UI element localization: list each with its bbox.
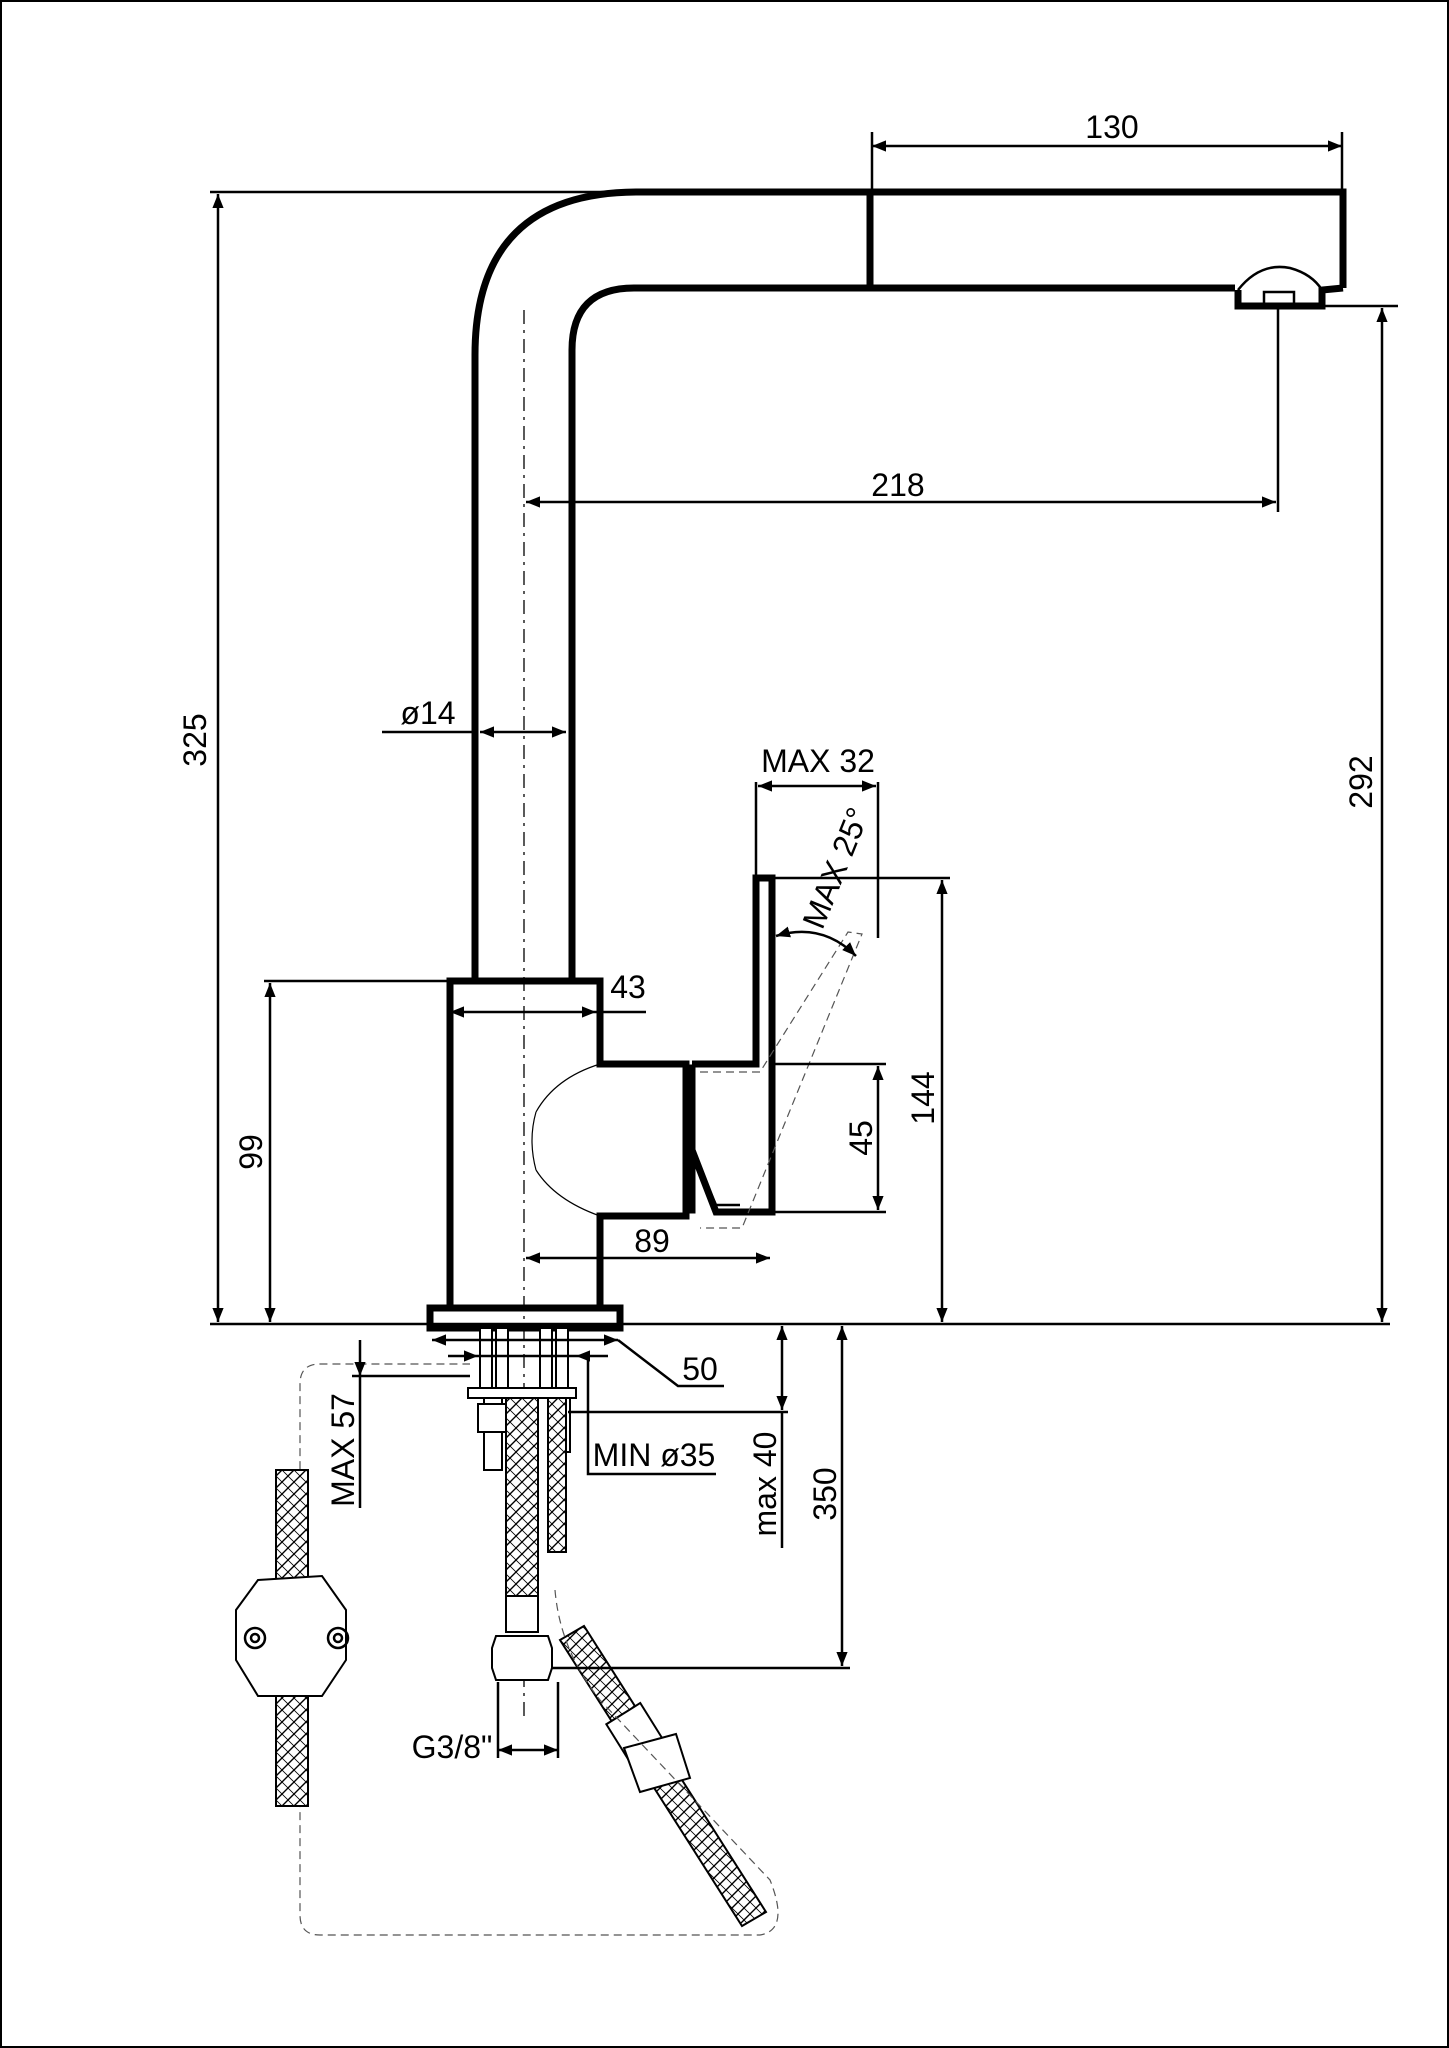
dim-handle-travel: MAX 32 xyxy=(754,743,880,938)
dim-handle-height: 144 xyxy=(772,876,950,1322)
dim-base-diameter: 50 xyxy=(432,1334,724,1388)
label-min35: MIN ø35 xyxy=(593,1437,716,1473)
label-89: 89 xyxy=(634,1223,670,1259)
dim-spout-reach: 218 xyxy=(526,306,1280,512)
label-350: 350 xyxy=(807,1467,843,1520)
label-292: 292 xyxy=(1343,755,1379,808)
label-43: 43 xyxy=(610,969,646,1005)
dim-tube-diameter: ø14 xyxy=(382,695,566,738)
dim-spout-length: 130 xyxy=(870,109,1344,192)
dim-thread: G3/8" xyxy=(412,1682,560,1765)
label-g38: G3/8" xyxy=(412,1729,493,1765)
dim-hose-length: 350 xyxy=(552,1326,850,1670)
dim-hole-diameter: MIN ø35 xyxy=(448,1350,716,1476)
label-45: 45 xyxy=(843,1120,879,1156)
label-o14: ø14 xyxy=(400,695,455,731)
dim-total-height: 325 xyxy=(177,190,640,1322)
label-130: 130 xyxy=(1085,109,1138,145)
label-max40: max 40 xyxy=(747,1432,783,1537)
label-max25: MAX 25° xyxy=(795,802,876,933)
label-325: 325 xyxy=(177,713,213,766)
faucet-outline xyxy=(426,188,1347,1332)
dim-outlet-height: 292 xyxy=(1322,304,1398,1322)
label-218: 218 xyxy=(871,467,924,503)
label-max57: MAX 57 xyxy=(325,1393,361,1507)
dim-lever-reach: 89 xyxy=(526,1223,770,1264)
dim-lever-height: 45 xyxy=(772,1062,886,1214)
dim-rod-max: max 40 xyxy=(568,1326,788,1548)
label-99: 99 xyxy=(233,1134,269,1170)
label-50: 50 xyxy=(682,1351,718,1387)
dim-body-width: 43 xyxy=(450,969,646,1018)
label-max32: MAX 32 xyxy=(761,743,875,779)
dim-deck-thickness: MAX 57 xyxy=(325,1340,470,1508)
label-144: 144 xyxy=(905,1071,941,1124)
dim-body-height: 99 xyxy=(233,979,450,1322)
installation-parts xyxy=(235,1327,779,1936)
